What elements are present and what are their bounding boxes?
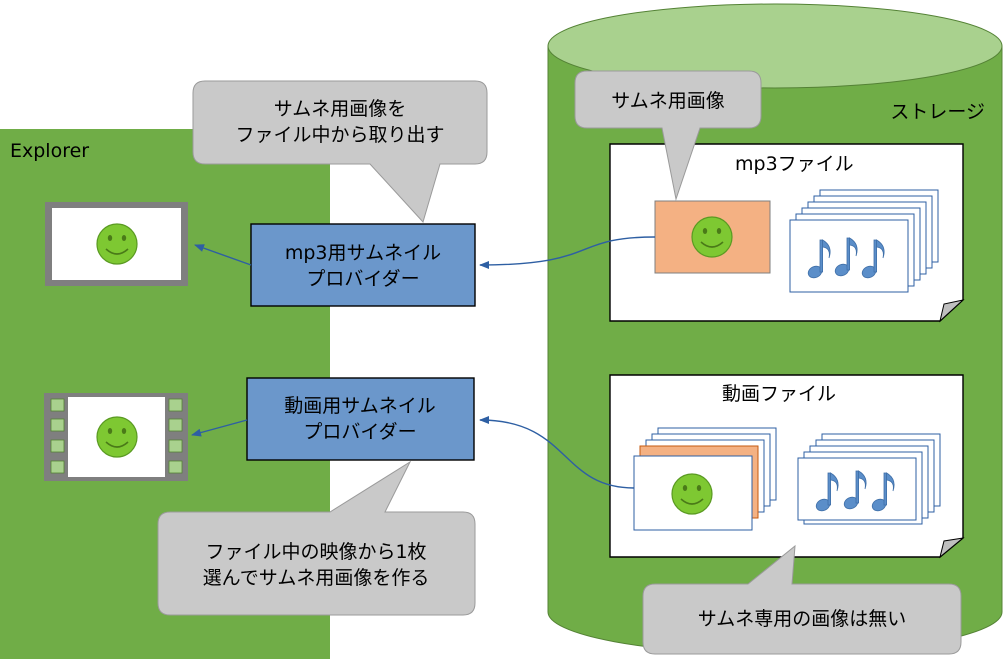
video-provider-line1: 動画用サムネイル bbox=[284, 395, 436, 417]
video-file-title: 動画ファイル bbox=[722, 383, 836, 405]
callout-extract-line1: サムネ用画像を bbox=[274, 98, 407, 120]
smiley-face-icon bbox=[96, 223, 138, 265]
video-file-document: 動画ファイル bbox=[609, 374, 965, 559]
mp3-file-document: mp3ファイル bbox=[609, 143, 965, 323]
explorer-label: Explorer bbox=[10, 140, 89, 162]
callout-thumb-image-line1: サムネ用画像 bbox=[611, 90, 725, 112]
arrow-mp3-provider-to-explorer bbox=[194, 244, 252, 266]
callout-no-thumb: サムネ専用の画像は無い bbox=[642, 544, 962, 655]
mp3-audio-frames bbox=[789, 189, 939, 293]
explorer-video-thumbnail bbox=[44, 393, 188, 481]
mp3-provider-line1: mp3用サムネイル bbox=[285, 242, 441, 264]
callout-no-thumb-line1: サムネ専用の画像は無い bbox=[698, 608, 907, 630]
mp3-thumbnail-provider: mp3用サムネイル プロバイダー bbox=[250, 223, 476, 307]
callout-video-pick-line2: 選んでサムネ用画像を作る bbox=[203, 567, 430, 589]
video-provider-line2: プロバイダー bbox=[303, 421, 416, 443]
callout-video-pick: ファイル中の映像から1枚 選んでサムネ用画像を作る bbox=[157, 460, 476, 616]
callout-extract: サムネ用画像を ファイル中から取り出す bbox=[192, 80, 488, 223]
explorer-mp3-thumbnail bbox=[45, 202, 188, 286]
smiley-face-icon bbox=[691, 216, 733, 258]
callout-video-pick-line1: ファイル中の映像から1枚 bbox=[205, 541, 426, 563]
mp3-embedded-thumbnail bbox=[654, 200, 771, 274]
smiley-face-icon bbox=[96, 416, 138, 458]
callout-extract-line2: ファイル中から取り出す bbox=[235, 124, 444, 146]
smiley-face-icon bbox=[671, 473, 713, 515]
callout-thumb-image: サムネ用画像 bbox=[574, 70, 762, 201]
film-strip-icon bbox=[50, 398, 183, 474]
arrow-video-provider-to-explorer bbox=[191, 419, 248, 437]
arrow-video-frame-to-provider bbox=[479, 416, 635, 489]
video-thumbnail-provider: 動画用サムネイル プロバイダー bbox=[246, 377, 475, 461]
arrow-mp3-thumbnail-to-provider bbox=[479, 236, 656, 269]
mp3-file-title: mp3ファイル bbox=[735, 153, 854, 175]
mp3-provider-line2: プロバイダー bbox=[306, 268, 419, 290]
arrows bbox=[191, 236, 656, 489]
storage-label: ストレージ bbox=[890, 101, 985, 123]
